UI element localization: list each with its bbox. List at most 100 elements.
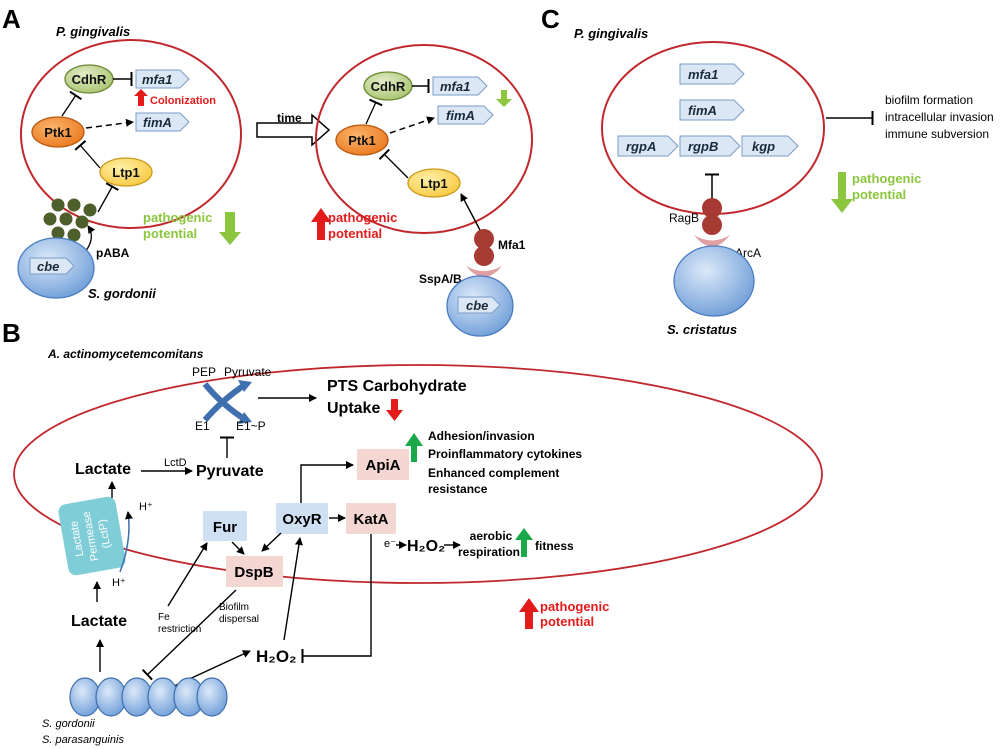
species-label-line1: S. gordonii xyxy=(42,718,95,730)
rgpa-gene xyxy=(617,135,679,157)
up-arrow-fitness xyxy=(515,528,533,557)
outcome-right-line1: pathogenic xyxy=(328,210,397,225)
aerobic-label-line1: aerobic xyxy=(470,529,513,543)
ptk1-to-fima-right xyxy=(389,116,435,134)
fima-gene-c xyxy=(679,99,745,121)
oxyr-to-apia-arrow xyxy=(300,461,354,503)
inhibited-process-1: biofilm formation xyxy=(885,93,973,107)
down-arrow-c xyxy=(831,172,853,213)
mfa1-label-left: mfa1 xyxy=(142,72,172,87)
pep-label: PEP xyxy=(192,365,216,379)
fur-box xyxy=(203,511,247,541)
up-arrow-colonization xyxy=(134,89,148,106)
fima-label-left: fimA xyxy=(143,115,172,130)
ltp1-inhibits-ptk1-right xyxy=(378,148,409,179)
arca-enzyme xyxy=(694,235,730,247)
down-arrow-left xyxy=(219,212,241,245)
ptk1-protein-right xyxy=(335,124,389,156)
panel-label-a: A xyxy=(2,4,21,34)
kgp-gene xyxy=(741,135,799,157)
h-out-label: H⁺ xyxy=(112,577,126,589)
proton-symport-arrow xyxy=(119,511,133,573)
ptk1-inhibits-cdhr-right xyxy=(365,98,383,125)
ltp1-label-left: Ltp1 xyxy=(112,165,139,180)
kata-inhibits-h2o2 xyxy=(301,534,372,663)
pts-label-line1: PTS Carbohydrate xyxy=(327,378,467,395)
cdhr-label-right: CdhR xyxy=(371,79,406,94)
aa-cell xyxy=(13,364,823,584)
biofilm-label-line2: dispersal xyxy=(219,614,259,625)
rgpa-label: rgpA xyxy=(626,139,656,154)
cdhr-label-left: CdhR xyxy=(72,72,107,87)
paba-molecule-cluster xyxy=(43,198,97,242)
electron-label: e⁻ xyxy=(384,538,396,550)
lctp-label-line3: (LctP) xyxy=(96,518,113,549)
cbe-gene-left xyxy=(29,257,75,275)
ptk1-protein-left xyxy=(31,116,85,148)
apia-label: ApiA xyxy=(366,457,401,474)
inhibited-process-3: immune subversion xyxy=(885,127,989,141)
cbe-label-right: cbe xyxy=(466,298,488,313)
lactate-in-label: Lactate xyxy=(75,461,131,478)
aa-organism-label: A. actinomycetemcomitans xyxy=(47,347,204,361)
up-arrow-right xyxy=(311,208,331,240)
kata-label: KatA xyxy=(353,511,388,528)
fe-label-line2: restriction xyxy=(158,624,201,635)
pyruvate-top-label: Pyruvate xyxy=(224,365,272,379)
outcome-left-line2: potential xyxy=(143,226,197,241)
fima-label-right: fimA xyxy=(446,108,475,123)
h2o2-to-oxyr-arrow xyxy=(283,537,303,641)
up-arrow-b xyxy=(519,598,539,629)
outcome-b-line2: potential xyxy=(540,614,594,629)
outcome-left-line1: pathogenic xyxy=(143,210,212,225)
dspb-inhibits-biofilm xyxy=(141,589,237,681)
apia-box xyxy=(357,449,409,480)
time-arrow xyxy=(256,113,331,147)
pg-organism-label-a: P. gingivalis xyxy=(56,24,130,39)
time-label: time xyxy=(277,111,302,125)
ragb-label: RagB xyxy=(669,211,699,225)
ragb-protein-top xyxy=(702,198,722,218)
rgpb-gene xyxy=(679,135,741,157)
pg-organism-label-c: P. gingivalis xyxy=(574,26,648,41)
mfa1-label-c: mfa1 xyxy=(688,67,718,82)
pts-cross-head-b xyxy=(238,412,252,424)
ragb-protein-bottom xyxy=(702,215,722,235)
up-arrow-apia xyxy=(405,433,423,462)
cbe-gene-right xyxy=(457,296,501,314)
pyruvate-label: Pyruvate xyxy=(196,463,264,480)
paba-label: pABA xyxy=(96,246,130,260)
h2o2-right-label: H₂O₂ xyxy=(407,538,445,555)
inhibited-process-2: intracellular invasion xyxy=(885,110,994,124)
mfa1-protein-label: Mfa1 xyxy=(498,238,526,252)
ptk1-label-left: Ptk1 xyxy=(44,125,71,140)
mfa1-label-right: mfa1 xyxy=(440,79,470,94)
ltp1-label-right: Ltp1 xyxy=(420,176,447,191)
pg-cell-left xyxy=(20,39,242,229)
apia-effect-1: Adhesion/invasion xyxy=(428,429,535,443)
dspb-label: DspB xyxy=(234,564,273,581)
apia-effect-4: resistance xyxy=(428,482,488,496)
fe-to-fur-arrow xyxy=(167,542,208,607)
mfa1-gene-right xyxy=(432,76,488,96)
fima-gene-left xyxy=(135,112,190,132)
outcome-c-line1: pathogenic xyxy=(852,171,921,186)
sspab-adhesin xyxy=(466,266,502,277)
paba-inhibits-ltp1 xyxy=(97,182,119,213)
lctp-permease xyxy=(58,496,126,576)
colonization-label: Colonization xyxy=(150,95,216,107)
ltp1-protein-right xyxy=(407,168,461,198)
mfa1-to-ltp1-arrow xyxy=(460,193,481,231)
streptococcal-chain xyxy=(69,677,228,717)
cbe-label-left: cbe xyxy=(37,259,59,274)
ptk1-inhibits-cdhr-left xyxy=(61,90,83,117)
ltp1-inhibits-ptk1-left xyxy=(74,140,101,169)
pts-cross-head-a xyxy=(238,380,252,392)
fe-label-line1: Fe xyxy=(158,612,170,623)
dspb-box xyxy=(226,556,283,587)
species-label-line2: S. parasanguinis xyxy=(42,734,124,746)
apia-effect-3: Enhanced complement xyxy=(428,466,559,480)
e1-label: E1 xyxy=(195,419,210,433)
sspab-label: SspA/B xyxy=(419,272,462,286)
